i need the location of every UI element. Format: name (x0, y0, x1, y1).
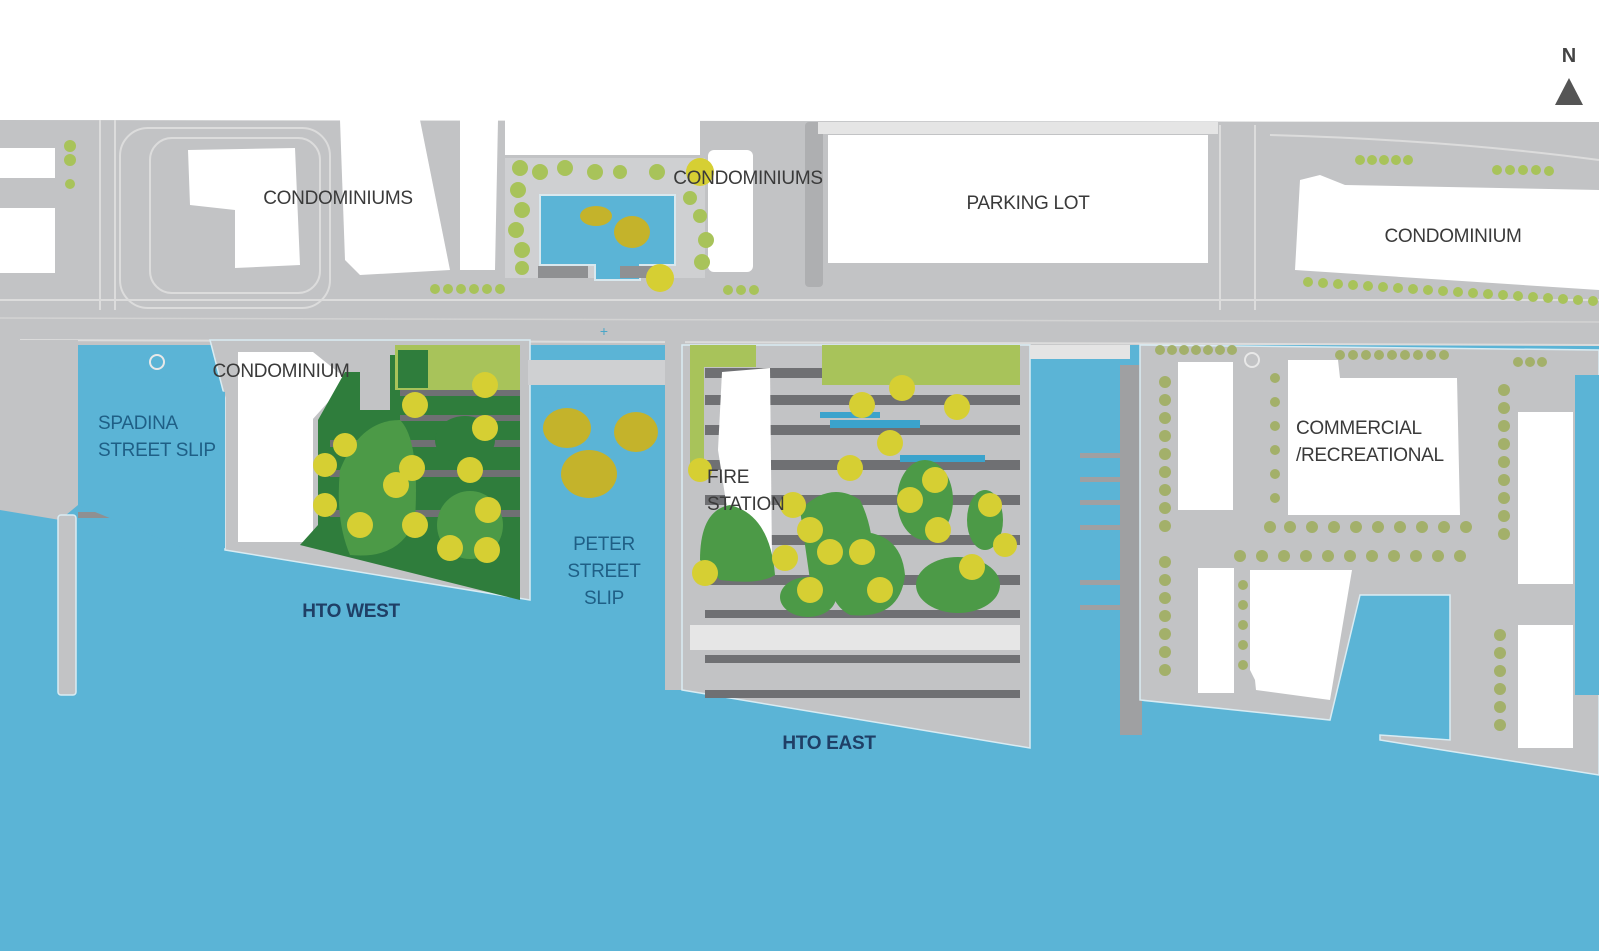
label-parking-lot: PARKING LOT (966, 193, 1090, 214)
north-label: N (1562, 45, 1576, 67)
north-arrow: N (1555, 45, 1583, 105)
label-condominiums-n: CONDOMINIUMS (673, 168, 822, 189)
label-peter-street: STREET (567, 561, 641, 582)
roundabout-icon (1244, 352, 1260, 368)
label-spadina: SPADINA (98, 413, 179, 434)
label-condominiums-nw: CONDOMINIUMS (263, 188, 412, 209)
hto-east-park (681, 344, 1031, 749)
label-hto-east: HTO EAST (782, 733, 876, 754)
north-trees (64, 140, 1554, 295)
north-arrow-icon (1555, 78, 1583, 105)
north-buildings (0, 120, 1599, 290)
label-condominium-ne: CONDOMINIUM (1384, 226, 1521, 247)
condominiums-nw-building (188, 148, 300, 268)
east-land (1030, 344, 1599, 776)
map-labels: CONDOMINIUMS CONDOMINIUMS PARKING LOT CO… (98, 168, 1522, 754)
condominium-ne-building (1295, 175, 1599, 290)
tree-rows-east (1234, 521, 1472, 562)
ne-condo-tree-row (1303, 277, 1598, 306)
label-condominium-sw: CONDOMINIUM (212, 361, 349, 382)
street-tree-columns (1159, 373, 1510, 731)
label-commercial: COMMERCIAL (1296, 418, 1422, 439)
label-fire: FIRE (707, 467, 749, 488)
parking-lot-area (828, 135, 1208, 263)
label-hto-west: HTO WEST (302, 601, 400, 622)
label-street-slip: STREET SLIP (98, 440, 216, 461)
label-recreational: /RECREATIONAL (1296, 445, 1444, 466)
north-plaza (505, 158, 714, 292)
commercial-recreational-building (1288, 360, 1460, 515)
roundabout-icon (149, 354, 165, 370)
label-peter: PETER (573, 534, 635, 555)
hto-west-park (238, 345, 520, 600)
condominium-sw-building (238, 352, 313, 542)
plaza-pond (539, 194, 676, 281)
label-peter-slip: SLIP (584, 588, 624, 609)
label-station: STATION (707, 494, 784, 515)
peter-street-slip (528, 340, 685, 690)
crosswalk-marker: + (600, 323, 608, 339)
